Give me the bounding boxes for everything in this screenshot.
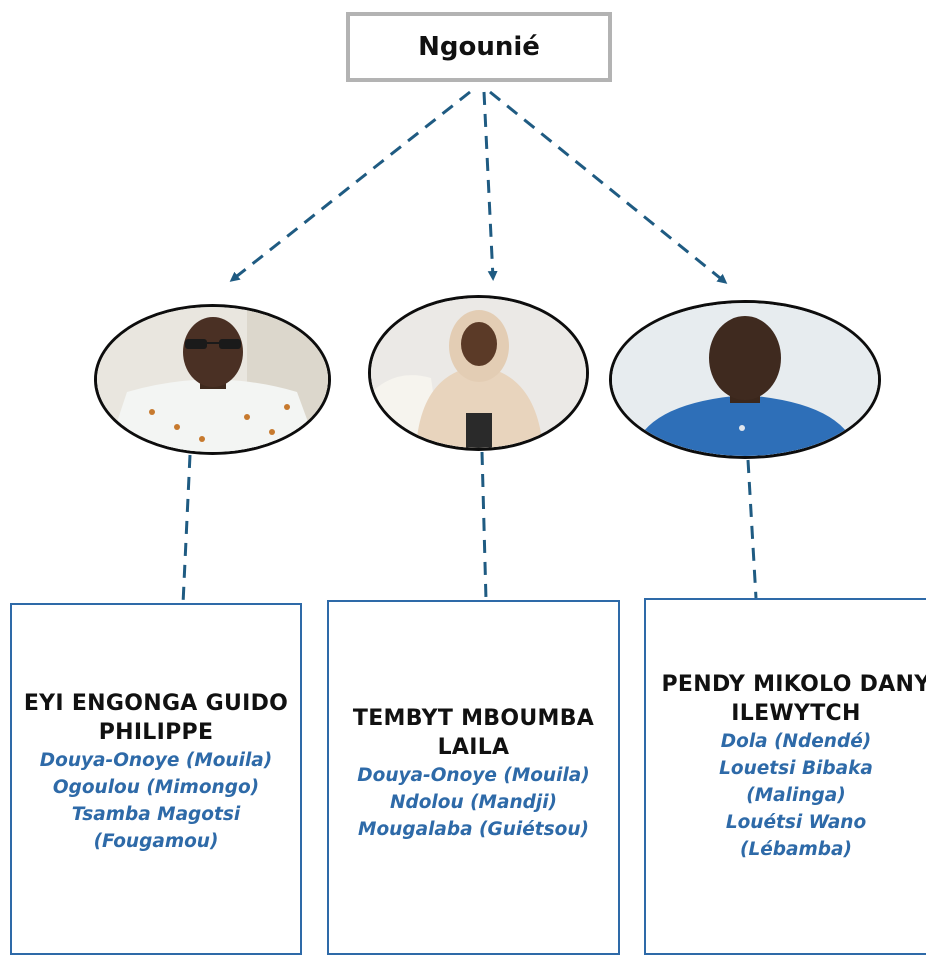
portrait-placeholder-icon [612,303,878,456]
member-3-location-3: (Malinga) [746,785,846,806]
member-3-photo [609,300,881,459]
member-3-name-line-1: PENDY MIKOLO DANY [661,672,926,697]
member-3-name-line-2: ILEWYTCH [731,701,861,726]
member-3-location-1: Dola (Ndendé) [720,731,872,752]
member-1-card: EYI ENGONGA GUIDO PHILIPPE Douya-Onoye (… [10,603,302,955]
arrow-to-member-1 [229,90,471,282]
member-1-location-4: (Fougamou) [93,831,219,852]
link-photo-3-to-card-3 [746,459,758,599]
root-node: Ngounié [346,12,612,82]
arrow-to-member-2 [482,91,498,281]
member-2-name-line-1: TEMBYT MBOUMBA [352,706,595,731]
member-3-location-2: Louetsi Bibaka [719,758,873,779]
member-3-location-5: (Lébamba) [740,839,852,860]
link-photo-1-to-card-1 [181,454,192,605]
member-2-location-3: Mougalaba (Guiétsou) [358,819,589,840]
member-1-location-2: Ogoulou (Mimongo) [52,777,260,798]
arrow-to-member-3 [489,90,728,284]
portrait-placeholder-icon [97,307,328,452]
portrait-placeholder-icon [371,298,586,448]
member-1-name-line-2: PHILIPPE [98,720,214,745]
member-2-photo [368,295,589,451]
member-2-name-line-2: LAILA [437,735,510,760]
root-title: Ngounié [418,32,540,62]
member-2-card: TEMBYT MBOUMBA LAILA Douya-Onoye (Mouila… [327,600,620,955]
member-2-location-2: Ndolou (Mandji) [390,792,557,813]
member-1-photo [94,304,331,455]
member-3-card: PENDY MIKOLO DANY ILEWYTCH Dola (Ndendé)… [644,598,926,955]
member-2-location-1: Douya-Onoye (Mouila) [357,765,590,786]
member-3-location-4: Louétsi Wano [725,812,867,833]
member-1-location-1: Douya-Onoye (Mouila) [39,750,273,771]
member-1-name-line-1: EYI ENGONGA GUIDO [23,691,289,716]
member-1-location-3: Tsamba Magotsi [71,804,241,825]
link-photo-2-to-card-2 [480,451,488,601]
